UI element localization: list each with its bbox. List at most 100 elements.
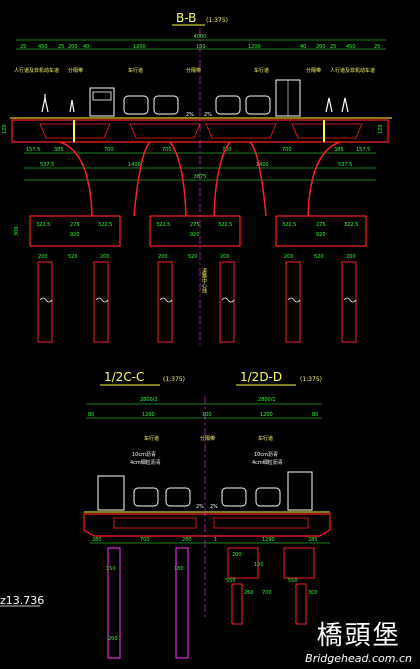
height: 200: [108, 636, 118, 642]
top-dims: 25 450 25 200 40 1200 100 1200 40 200 25…: [20, 44, 380, 50]
height: 150: [106, 566, 116, 572]
dim: 520: [68, 254, 78, 260]
truck-icon: [97, 475, 125, 511]
dim: 25: [20, 44, 26, 50]
deck-height-left: 120: [2, 124, 8, 134]
elevation-label: z13.736: [0, 594, 44, 607]
dim: 322.5: [344, 222, 358, 228]
lane-label: 分隔带: [68, 67, 83, 74]
section-bb-scale: (1:375): [206, 17, 228, 24]
section-dd-scale: (1:375): [300, 376, 322, 383]
dim: 275: [190, 222, 200, 228]
arch-rib: [213, 141, 231, 217]
lane-label: 分隔带: [200, 435, 215, 442]
dim: 322.5: [98, 222, 112, 228]
dim: 1400: [128, 162, 141, 168]
dim: 25: [58, 44, 64, 50]
dim: 275: [316, 222, 326, 228]
dim: 275: [70, 222, 80, 228]
truck-window-icon: [92, 91, 112, 101]
arch-rib: [59, 141, 93, 217]
top-pile-caps: 322.5 275 322.5 322.5 275 322.5 322.5 27…: [14, 215, 367, 247]
pile: [341, 261, 357, 343]
lane-label: 分隔带: [306, 67, 321, 74]
deck-outline: [83, 513, 331, 537]
lane-label: 车行道: [254, 67, 269, 74]
dim: 322.5: [36, 222, 50, 228]
pier-block: [283, 547, 315, 579]
pave-note: 10cm沥青: [132, 451, 156, 458]
watermark-url: Bridgehead.com.cn: [305, 652, 412, 665]
dim: 100: [254, 562, 264, 568]
dim: 385: [54, 147, 64, 153]
car-icon: [153, 95, 179, 115]
section-cc-scale: (1:375): [163, 376, 185, 383]
pile: [37, 261, 53, 343]
dim: 1200: [260, 412, 273, 418]
dim: 1200: [248, 44, 261, 50]
pile: [157, 261, 173, 343]
dim: 200: [284, 254, 294, 260]
dim: 322.5: [282, 222, 296, 228]
lane-label: 车行道: [128, 67, 143, 74]
watermark: 橋頭堡 Bridgehead.com.cn: [305, 615, 412, 665]
deck-height-right: 120: [378, 124, 384, 134]
dim: 450: [38, 44, 48, 50]
car-icon: [221, 487, 247, 507]
dim: 920: [70, 232, 80, 238]
pile-cap: [29, 215, 121, 247]
dim: 1200: [133, 44, 146, 50]
dim: 1290: [262, 537, 275, 543]
dim: 200: [220, 254, 230, 260]
section-bb-title: B-B: [176, 11, 196, 25]
road-center-label: 道路中心线: [201, 267, 207, 293]
lane-label: 人行道及非机动车道: [330, 67, 375, 74]
lane-label: 分隔带: [186, 67, 201, 74]
lane-label: 车行道: [144, 435, 159, 442]
dim: 520: [314, 254, 324, 260]
bottom-dims: 80 1200 100 1200 80: [88, 412, 318, 418]
span-dims: 157.5 385 700 700 700 700 385 157.5: [26, 147, 370, 153]
pier-dims: 537.5 1400 1400 537.5: [40, 162, 352, 168]
car-icon: [123, 95, 149, 115]
bottom-vehicles: [97, 471, 313, 511]
dim: 700: [262, 590, 272, 596]
dim: 550: [288, 578, 298, 584]
dim: 285: [308, 537, 318, 543]
slope-right: 2%: [204, 112, 212, 118]
dim: 700: [104, 147, 114, 153]
dim: 700: [140, 537, 150, 543]
dim: 450: [346, 44, 356, 50]
break-marks: [39, 297, 357, 303]
dim: 385: [334, 147, 344, 153]
arch-rib: [249, 141, 267, 217]
pave-note: 4cm细粒沥青: [252, 459, 283, 466]
dim: 25: [374, 44, 380, 50]
dim: 157.5: [356, 147, 370, 153]
bottom-lane-labels: 车行道 分隔带 车行道: [144, 435, 273, 442]
dim: 40: [83, 44, 89, 50]
dim: 80: [88, 412, 94, 418]
top-vehicles: [41, 79, 349, 117]
dim-overall: 4000: [194, 34, 207, 40]
pave-note: 10cm沥青: [254, 451, 278, 458]
dim: 280: [182, 537, 192, 543]
dim: 322.5: [218, 222, 232, 228]
slope-left: 2%: [196, 504, 204, 510]
dim: 200: [346, 254, 356, 260]
dim: 322.5: [156, 222, 170, 228]
dim: 100: [202, 412, 212, 418]
cap-height: 300: [14, 226, 20, 236]
dim: 1200: [142, 412, 155, 418]
car-icon: [215, 95, 241, 115]
pile-cap: [275, 215, 367, 247]
top-deck: 2% 2% 120 120: [2, 112, 392, 143]
pedestrian-icon: [69, 99, 75, 113]
dim: 40: [300, 44, 306, 50]
section-dd-title: 1/2D-D: [240, 370, 282, 384]
dim: 200: [68, 44, 78, 50]
deck-cells: [39, 123, 363, 139]
arch-rib: [307, 141, 341, 217]
dim: 25: [330, 44, 336, 50]
